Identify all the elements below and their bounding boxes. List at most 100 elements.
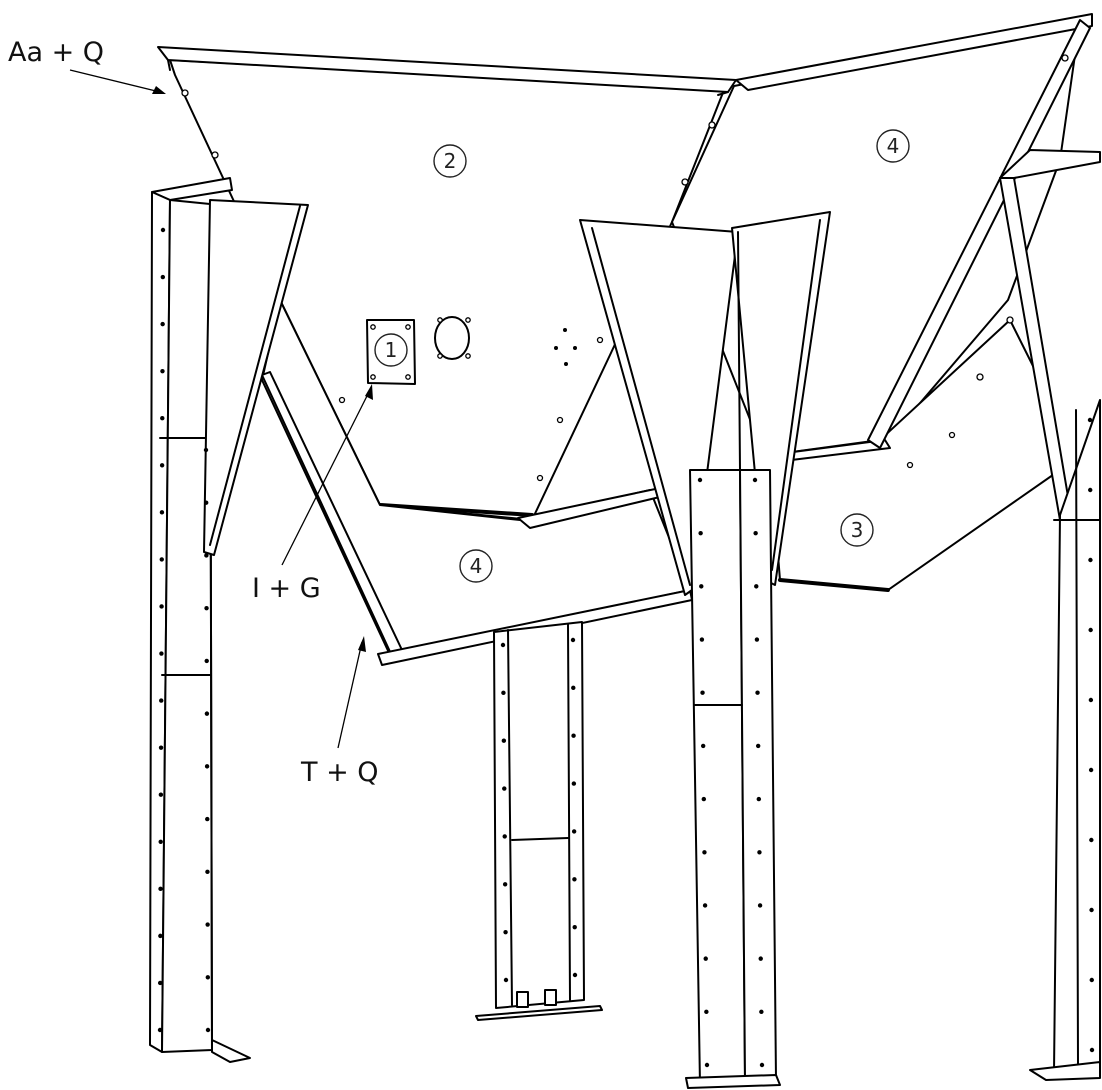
bolt-dot (753, 530, 758, 536)
bolt-dot (160, 274, 166, 280)
bolt-dot (571, 829, 577, 834)
bolt-dot (759, 1009, 764, 1015)
bolt-dot (1089, 977, 1094, 983)
bolt-dot (159, 698, 164, 703)
bolt-dot (699, 637, 705, 642)
bolt-dot (572, 877, 577, 882)
bolt-dot (571, 685, 576, 691)
bolt-dot (501, 738, 507, 743)
bolt-dot (758, 956, 763, 961)
bolt-dot (1089, 837, 1094, 843)
bolt-dot (204, 764, 210, 769)
bolt-dot (759, 1062, 765, 1068)
bolt-dot (205, 816, 210, 822)
bolt-dot (699, 584, 704, 589)
bolt-dot (754, 637, 760, 642)
bolt-dot (160, 416, 165, 421)
bolt-dot (160, 321, 165, 327)
bolt-dot (571, 733, 576, 738)
bolt-dot (703, 956, 708, 961)
bolt-dot (158, 745, 164, 750)
bolt-dot (204, 553, 209, 558)
bolt-dot (158, 886, 163, 892)
gusset-left (203, 199, 309, 556)
part-number-3: 3 (840, 513, 874, 547)
bolt-dot (1087, 417, 1093, 423)
flange-right-diagonal (867, 19, 1091, 449)
bolt-dot (160, 227, 166, 233)
part-number-4-right-text: 4 (887, 134, 900, 158)
callout-t-q: T + Q (300, 636, 379, 788)
bolt-dot (158, 839, 163, 844)
bolt-dot (1088, 697, 1094, 703)
bolt-dot (755, 743, 761, 749)
bolt-dot (757, 903, 763, 908)
bolt-dot (501, 690, 506, 696)
post-back-center (475, 621, 603, 1021)
part-number-3-text: 3 (851, 518, 864, 542)
bolt-dot (754, 584, 759, 589)
bolt-dot (697, 477, 703, 483)
bolt-dot (752, 477, 758, 483)
bolt-dot (1089, 907, 1094, 913)
bolt-dot (702, 903, 708, 908)
bolt-dot (1088, 557, 1093, 563)
bolt-dot (157, 980, 163, 986)
bolt-dot (203, 500, 209, 505)
bolt-dot (572, 924, 577, 930)
callout-aa-q-label: Aa + Q (8, 37, 104, 68)
part-number-1: 1 (374, 333, 408, 367)
bolt-dot (204, 605, 209, 611)
bolt-dot (157, 1027, 163, 1033)
bolt-dot (700, 690, 705, 695)
bolt-dot (1088, 767, 1094, 773)
bolt-dot (159, 510, 165, 515)
bolt-dot (755, 690, 760, 695)
bolt-dot (205, 975, 211, 980)
bolt-dot (204, 711, 210, 716)
bolt-dot (159, 604, 164, 609)
bolt-dot (503, 929, 508, 935)
callout-t-q-label: T + Q (300, 757, 379, 788)
bolt-dot (757, 850, 762, 855)
callout-aa-q: Aa + Q (8, 37, 166, 94)
bolt-dot (756, 796, 762, 802)
bolt-dot (204, 658, 209, 664)
bolt-dot (502, 786, 507, 791)
bolt-dot (205, 922, 210, 927)
callout-i-g: I + G (252, 384, 373, 604)
post-center-front (579, 211, 831, 1089)
bolt-dot (159, 557, 164, 562)
part-number-1-text: 1 (385, 338, 398, 362)
bolt-dot (1088, 487, 1093, 493)
bolt-dot (203, 447, 209, 453)
bolt-dot (698, 530, 703, 536)
bolt-dot (502, 834, 507, 839)
bolt-dot (571, 781, 577, 786)
flange-top-right (735, 13, 1093, 91)
post-left (149, 177, 251, 1063)
part-number-2: 2 (433, 144, 467, 178)
part-number-4-front: 4 (459, 549, 493, 583)
bolt-dot (570, 637, 576, 643)
bolt-dot (500, 642, 506, 648)
bolt-dot (702, 850, 707, 855)
bolt-dot (1089, 1047, 1095, 1053)
bolt-dot (160, 368, 165, 374)
bolt-dot (503, 977, 509, 983)
part-number-2-text: 2 (444, 149, 457, 173)
post-bolt-dots (157, 227, 1095, 1068)
part-number-4-front-text: 4 (470, 554, 483, 578)
bolt-dot (205, 1027, 211, 1033)
bolt-dot (700, 743, 706, 749)
bolt-dot (158, 792, 164, 797)
flange-top-back (157, 46, 737, 96)
bolt-dot (159, 651, 164, 656)
bolt-dot (159, 463, 165, 468)
callout-i-g-label: I + G (252, 573, 321, 604)
bolt-dot (704, 1009, 709, 1015)
part-number-4-right: 4 (876, 129, 910, 163)
bolt-dot (701, 796, 707, 802)
